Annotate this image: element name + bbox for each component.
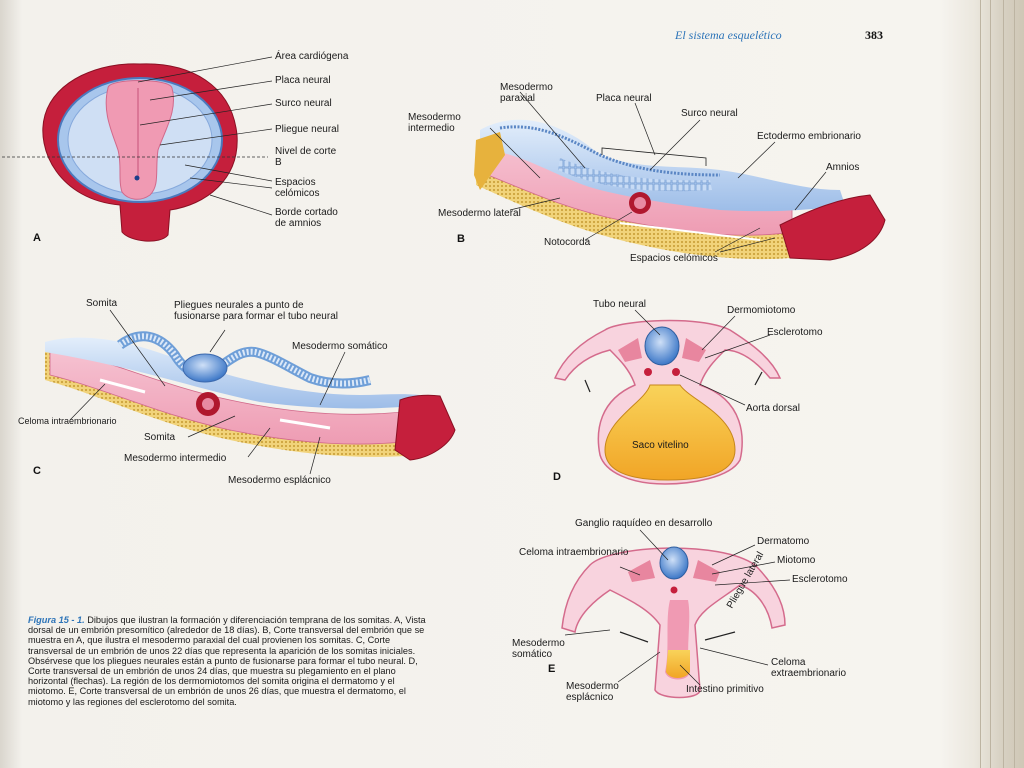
label-placa-neural-a: Placa neural <box>275 75 331 86</box>
label-espacios-celomicos-b: Espacios celómicos <box>630 253 718 264</box>
panel-b-drawing <box>474 119 886 261</box>
label-espacios-celomicos-a: Espacios celómicos <box>275 177 320 199</box>
running-header-title: El sistema esquelético <box>675 28 782 42</box>
page-edge-line <box>1014 0 1015 768</box>
neural-tube-d <box>644 326 680 366</box>
label-borde-cortado: Borde cortado de amnios <box>275 207 338 229</box>
figure-label: Figura 15 - 1. <box>28 615 85 625</box>
label-notocorda: Notocorda <box>544 237 591 248</box>
label-mesodermo-esplacnico-e: Mesodermo esplácnico <box>566 681 619 703</box>
label-surco-neural-a: Surco neural <box>275 98 332 109</box>
label-celoma-extra: Celoma extraembrionario <box>771 657 847 679</box>
panel-d-drawing <box>553 319 782 485</box>
panel-label-c: C <box>33 465 41 477</box>
dermatome-left-e <box>628 560 655 582</box>
aorta-left-d <box>644 368 652 376</box>
notochord-c-inner <box>202 398 214 410</box>
label-pliegue-neural-a: Pliegue neural <box>275 124 339 135</box>
amnion-left-b <box>474 132 505 190</box>
cell-layer-b <box>499 125 721 177</box>
label-esclerotomo-d: Esclerotomo <box>767 327 823 338</box>
label-mesodermo-somatico-e: Mesodermo somático <box>512 638 565 660</box>
page-edge-line <box>980 0 981 768</box>
panel-c-leaders <box>69 309 346 475</box>
dermomyotome-left-d <box>618 338 642 362</box>
panel-label-d: D <box>553 471 561 483</box>
panel-a-drawing <box>2 63 268 242</box>
panel-label-a: A <box>33 232 41 244</box>
yolk-sac-d <box>604 384 736 481</box>
label-placa-neural-b: Placa neural <box>596 93 652 104</box>
label-aorta-dorsal: Aorta dorsal <box>746 403 800 414</box>
amnion-edge-c <box>394 394 456 461</box>
coelom-line-c <box>99 378 146 394</box>
label-mesodermo-esplacnico-c: Mesodermo esplácnico <box>228 475 331 486</box>
ectoderm-c <box>45 337 420 409</box>
panel-e-drawing <box>561 546 786 699</box>
neural-tube-c <box>182 353 228 383</box>
label-mesodermo-paraxial: Mesodermo paraxial <box>500 82 553 104</box>
fold-arrow-left-d <box>584 379 591 393</box>
label-nivel-corte: Nivel de corte B <box>275 146 337 168</box>
label-mesodermo-intermedio-c: Mesodermo intermedio <box>124 453 227 464</box>
label-ectodermo: Ectodermo embrionario <box>757 131 861 142</box>
panel-label-e: E <box>548 663 556 675</box>
label-somita-top: Somita <box>86 298 118 309</box>
dermomyotome-right-d <box>682 338 706 362</box>
label-amnios: Amnios <box>826 162 860 173</box>
figure-caption-text: Dibujos que ilustran la formación y dife… <box>28 615 426 707</box>
dermatome-right-e <box>693 560 720 582</box>
panel-c-drawing <box>45 331 456 461</box>
panel-e-leaders <box>564 529 791 686</box>
neural-tube-e <box>659 546 689 580</box>
label-celoma-intra-e: Celoma intraembrionario <box>519 547 629 558</box>
panel-a-leaders <box>137 56 273 216</box>
label-ganglio: Ganglio raquídeo en desarrollo <box>575 518 713 529</box>
coelom-line-b <box>619 222 761 241</box>
label-miotomo: Miotomo <box>777 555 816 566</box>
fold-arrow-right-d <box>754 371 763 386</box>
ectoderm-b <box>480 119 845 212</box>
label-esclerotomo-e: Esclerotomo <box>792 574 848 585</box>
primitive-node <box>134 175 140 181</box>
lateral-fold-arrow-left <box>619 631 649 643</box>
figure-caption: Figura 15 - 1. Dibujos que ilustran la f… <box>28 615 433 707</box>
page-edge-line <box>1003 0 1004 768</box>
label-mesodermo-lateral: Mesodermo lateral <box>438 208 521 219</box>
label-surco-neural-b: Surco neural <box>681 108 738 119</box>
label-dermatomo: Dermatomo <box>757 536 810 547</box>
label-mesodermo-somatico-c: Mesodermo somático <box>292 341 388 352</box>
neural-folds-c-cells <box>118 333 371 387</box>
page-edge-line <box>990 0 991 768</box>
label-tubo-neural: Tubo neural <box>593 299 646 310</box>
panel-b-leaders <box>489 91 827 253</box>
label-dermomiotomo: Dermomiotomo <box>727 305 796 316</box>
notochord-b-inner <box>634 197 646 209</box>
gut-yolk-e <box>666 650 690 678</box>
label-celoma-intraembrionario-c: Celoma intraembrionario <box>18 416 117 426</box>
lateral-fold-arrow-right <box>704 631 736 641</box>
amnion-edge-b <box>779 194 886 261</box>
neural-plate <box>105 80 174 200</box>
panel-d-leaders <box>634 309 771 406</box>
coelom-line-c2 <box>279 418 331 430</box>
label-mesodermo-intermedio-b: Mesodermo intermedio <box>408 112 461 134</box>
page-number: 383 <box>865 28 883 42</box>
label-somita-bottom: Somita <box>144 432 176 443</box>
aorta-e <box>670 586 678 594</box>
aorta-right-d <box>672 368 680 376</box>
label-area-cardiogena: Área cardiógena <box>275 51 349 62</box>
panel-label-b: B <box>457 233 465 245</box>
label-pliegues-neurales: Pliegues neurales a punto de fusionarse … <box>174 300 338 322</box>
neural-plate-b <box>558 158 712 192</box>
label-saco-vitelino: Saco vitelino <box>632 440 689 451</box>
label-intestino: Intestino primitivo <box>686 684 764 695</box>
